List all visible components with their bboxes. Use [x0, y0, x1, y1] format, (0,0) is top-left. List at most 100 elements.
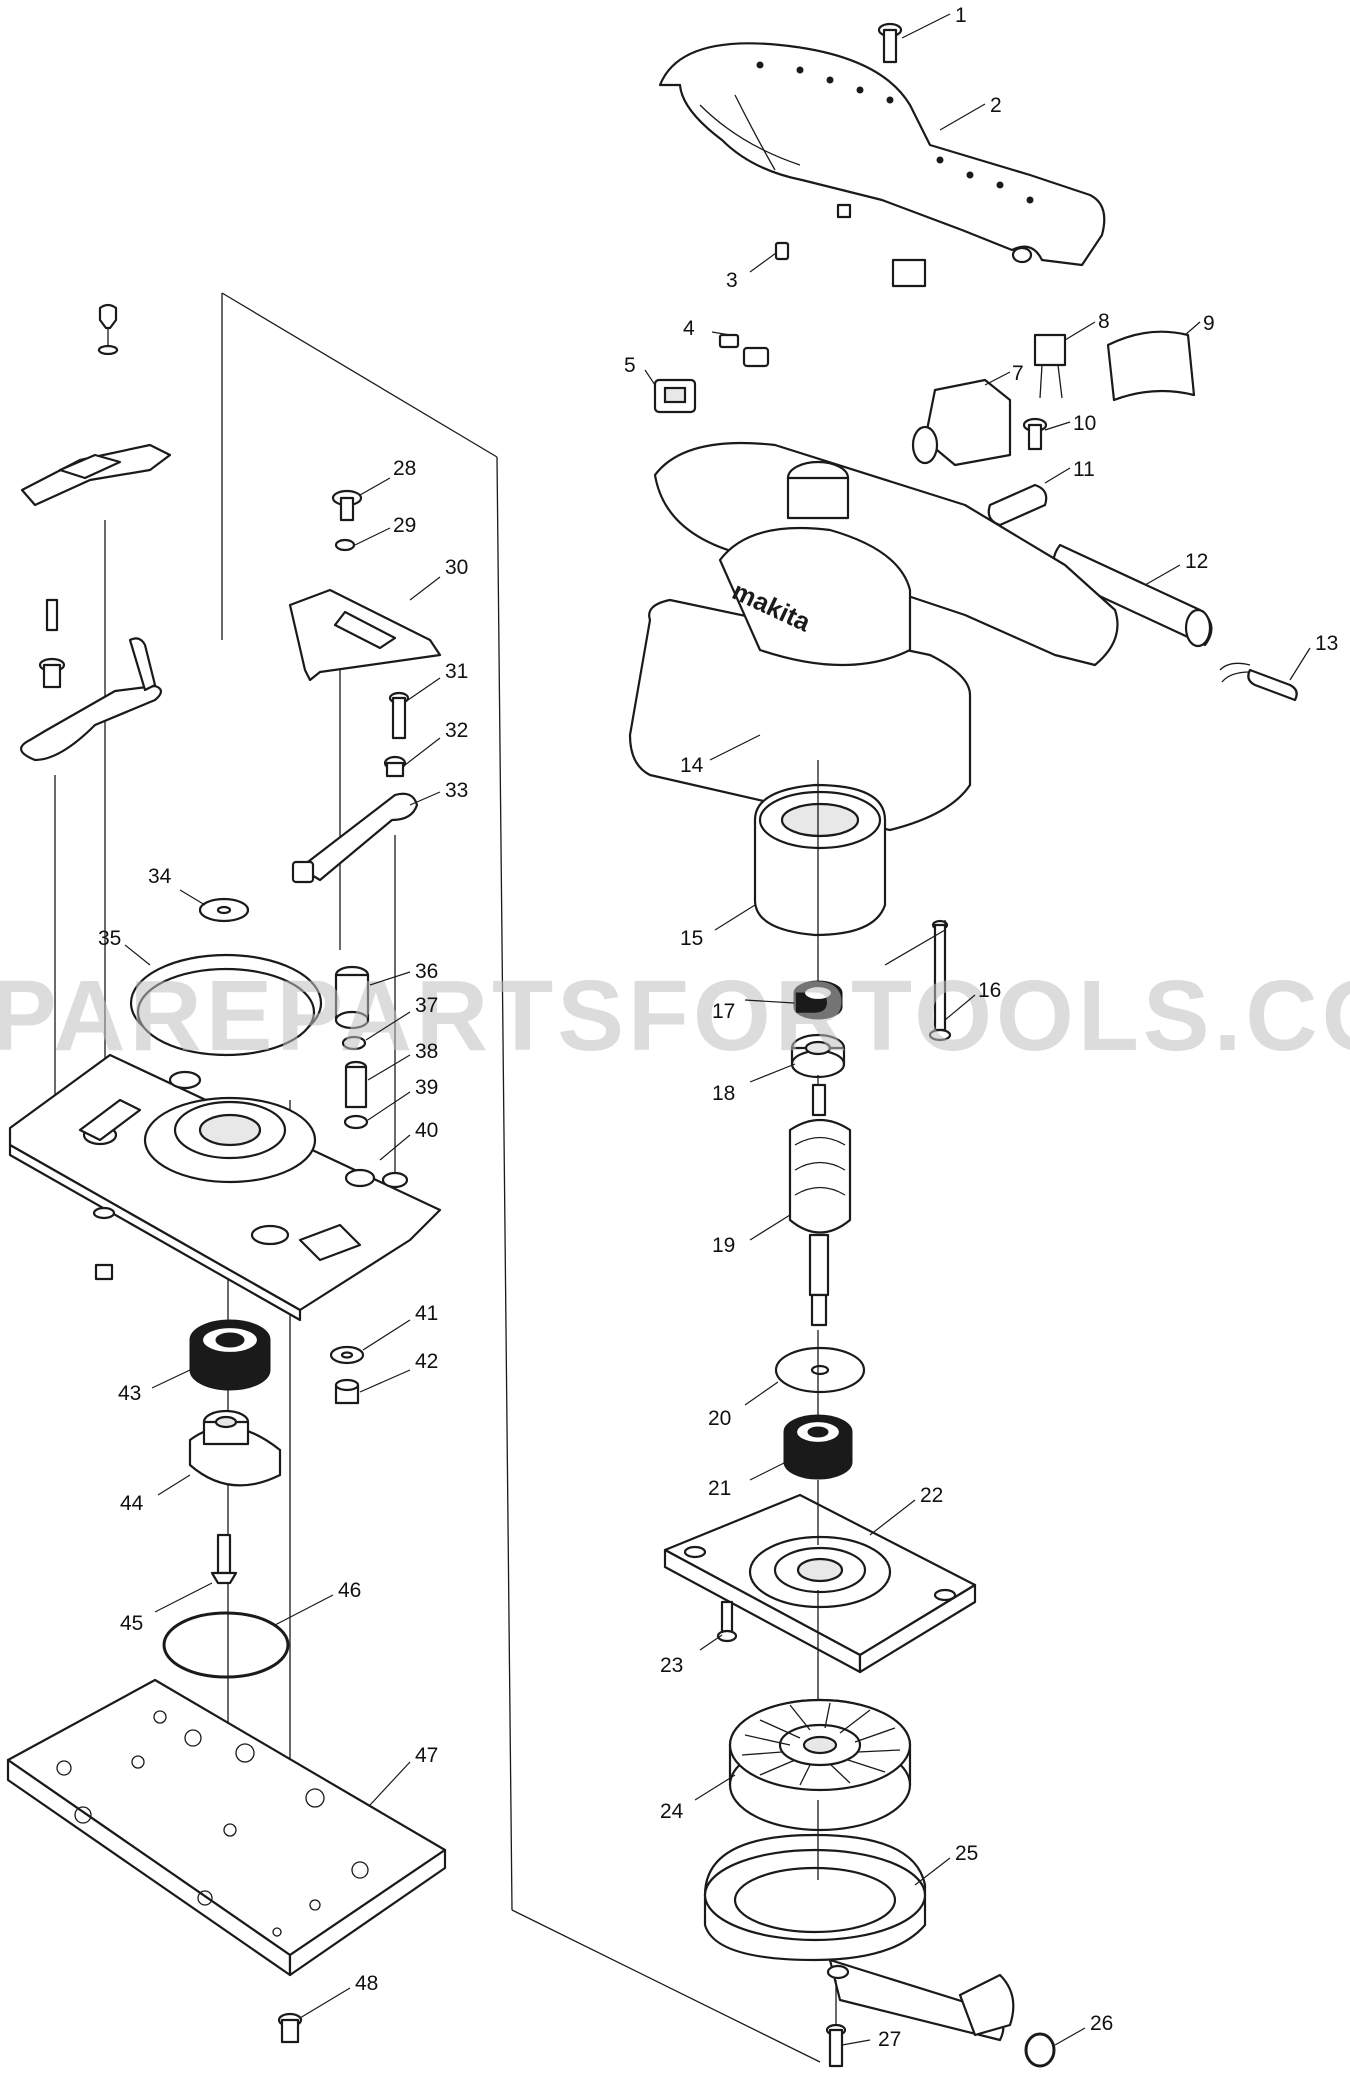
callout-label-1: 1	[955, 4, 967, 27]
callout-label-47: 47	[415, 1744, 438, 1767]
callout-label-38: 38	[415, 1040, 438, 1063]
paper-clamp-lower	[20, 598, 163, 762]
callout-label-12: 12	[1185, 550, 1208, 573]
part-31-bolt	[388, 691, 410, 740]
callout-label-42: 42	[415, 1350, 438, 1373]
paper-clamp-upper	[20, 303, 172, 507]
part-16-bolt	[928, 919, 952, 1042]
part-48-screw	[277, 2012, 303, 2044]
part-44-counterweight	[188, 1409, 282, 1487]
callout-label-43: 43	[118, 1382, 141, 1405]
callout-label-35: 35	[98, 927, 121, 950]
part-5-brush-holder	[653, 378, 697, 414]
part-40-nut-below	[92, 1206, 116, 1281]
callout-label-28: 28	[393, 457, 416, 480]
part-30-clamp-plate	[288, 588, 442, 682]
part-25-fan-housing	[703, 1833, 1015, 2042]
callout-label-3: 3	[726, 269, 738, 292]
callout-label-27: 27	[878, 2028, 901, 2051]
callout-label-7: 7	[1012, 362, 1024, 385]
callout-label-22: 22	[920, 1484, 943, 1507]
callout-label-31: 31	[445, 660, 468, 683]
part-39-oring	[343, 1114, 369, 1130]
part-15-field	[753, 783, 887, 937]
part-43-bearing	[189, 1319, 271, 1391]
part-20-washer	[774, 1346, 866, 1394]
part-14-motor-housing: makita	[628, 441, 1119, 832]
part-17-bearing	[793, 980, 843, 1020]
callout-label-48: 48	[355, 1972, 378, 1995]
part-26-oring	[1024, 2032, 1056, 2068]
part-32-collar	[383, 755, 407, 778]
part-21-bearing	[783, 1414, 853, 1480]
part-1-screw	[877, 22, 903, 64]
callout-label-4: 4	[683, 317, 695, 340]
callout-label-13: 13	[1315, 632, 1338, 655]
callout-label-34: 34	[148, 865, 172, 888]
callout-label-37: 37	[415, 994, 438, 1017]
callout-label-44: 44	[120, 1492, 144, 1515]
callout-label-15: 15	[680, 927, 703, 950]
callout-label-21: 21	[708, 1477, 731, 1500]
part-46-oring	[162, 1611, 290, 1679]
callout-label-33: 33	[445, 779, 468, 802]
watermark-text: PAREPARTSFORTOOLS.COM.A	[0, 960, 1350, 1072]
part-8-capacitor	[1033, 333, 1067, 399]
part-callouts: 1 2 3 4 5 7 8 9 10 11 12 13 14	[98, 4, 1338, 2051]
part-27-screw	[825, 2023, 847, 2068]
callout-label-8: 8	[1098, 310, 1110, 333]
callout-label-39: 39	[415, 1076, 438, 1099]
part-47-pad	[6, 1678, 447, 1977]
callout-label-19: 19	[712, 1234, 735, 1257]
callout-label-14: 14	[680, 754, 704, 777]
right-assembly-lines	[817, 760, 946, 2025]
callout-label-25: 25	[955, 1842, 978, 1865]
part-4-brush	[718, 333, 770, 368]
part-40-base-plate	[8, 1053, 442, 1322]
part-11-clamp	[987, 483, 1048, 527]
part-19-armature	[788, 1083, 852, 1327]
callout-label-17: 17	[712, 1000, 735, 1023]
callout-label-26: 26	[1090, 2012, 1113, 2035]
part-41-washer	[329, 1345, 365, 1365]
callout-label-32: 32	[445, 719, 468, 742]
callout-label-24: 24	[660, 1800, 684, 1823]
part-45-screw	[210, 1533, 238, 1585]
callout-label-36: 36	[415, 960, 438, 983]
part-22-bearing-box	[663, 1493, 977, 1674]
callout-label-23: 23	[660, 1654, 683, 1677]
callout-label-29: 29	[393, 514, 416, 537]
callout-label-9: 9	[1203, 312, 1215, 335]
part-10-screw	[1022, 417, 1048, 451]
part-35-band	[129, 953, 323, 1057]
part-24-fan	[728, 1698, 912, 1832]
callout-label-45: 45	[120, 1612, 143, 1635]
callout-label-16: 16	[978, 979, 1001, 1002]
part-23-screw	[716, 1600, 738, 1643]
callout-label-10: 10	[1073, 412, 1096, 435]
callout-label-2: 2	[990, 94, 1002, 117]
part-13-cord	[1219, 662, 1298, 702]
part-36-cylinder	[334, 965, 370, 1030]
callout-label-11: 11	[1073, 458, 1095, 481]
callout-label-30: 30	[445, 556, 468, 579]
callout-label-40: 40	[415, 1119, 438, 1142]
part-37-oring	[341, 1035, 367, 1051]
part-33-lever	[291, 792, 419, 884]
callout-label-20: 20	[708, 1407, 731, 1430]
part-28-screw	[331, 489, 363, 522]
part-38-pin	[344, 1060, 368, 1109]
callout-label-5: 5	[624, 354, 636, 377]
part-9-label	[1106, 330, 1196, 402]
part-7-switch	[911, 378, 1012, 467]
part-29-ring	[334, 538, 356, 552]
part-18-insulator	[790, 1033, 846, 1079]
callout-label-41: 41	[415, 1302, 438, 1325]
part-12-cord-guard	[1052, 543, 1213, 648]
part-2-top-handle-cover	[658, 42, 1106, 288]
part-42-nut	[334, 1378, 360, 1405]
part-3-pin	[774, 241, 790, 261]
part-34-washer	[198, 897, 250, 923]
